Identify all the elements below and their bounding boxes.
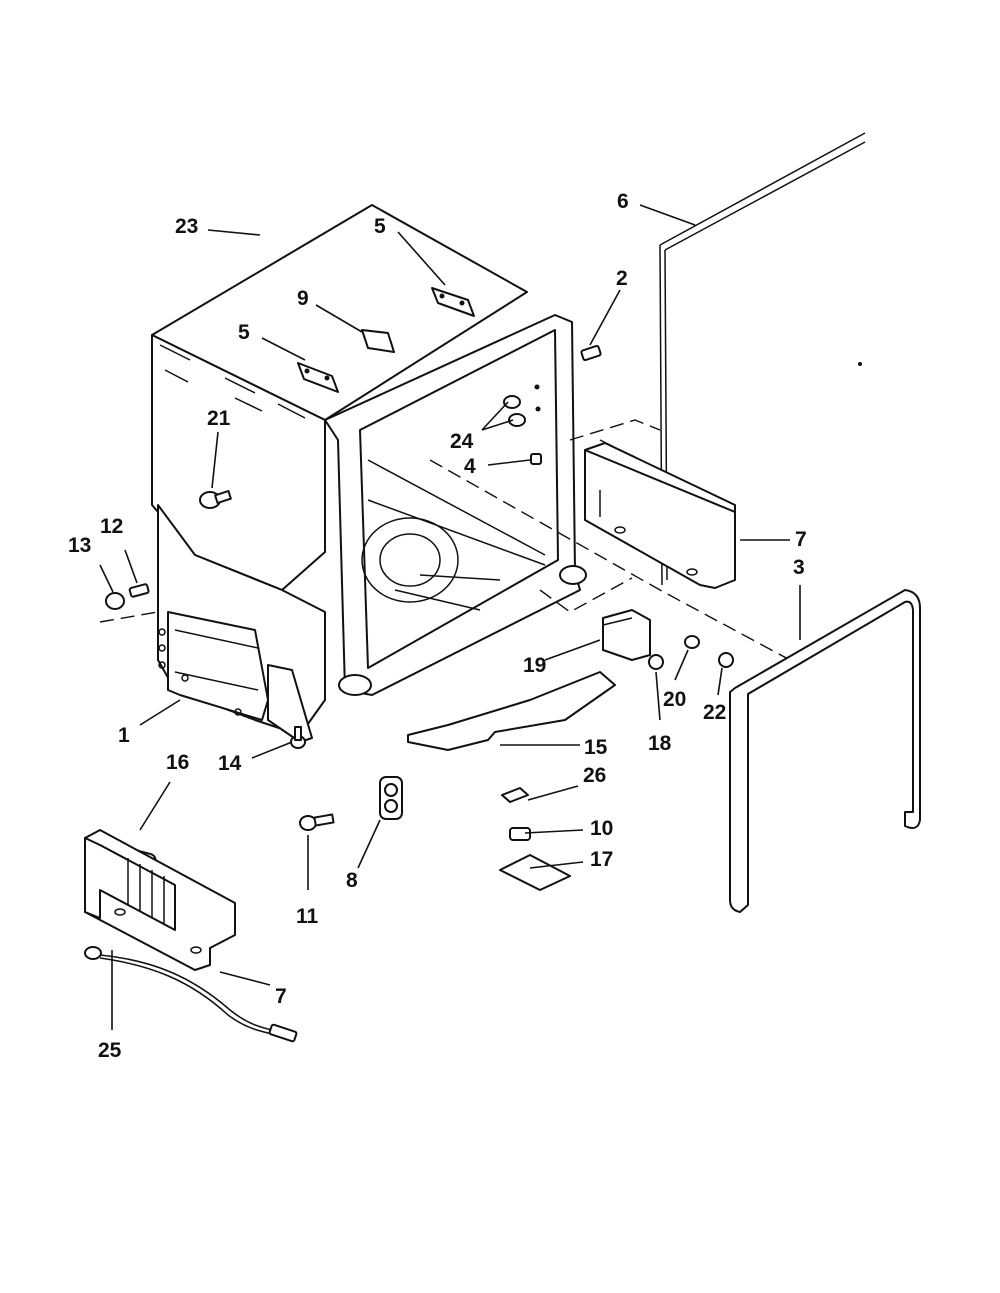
callout-17: 17 bbox=[590, 848, 613, 871]
callout-4: 4 bbox=[464, 455, 476, 478]
callout-16: 16 bbox=[166, 751, 189, 774]
bracket-17 bbox=[499, 854, 571, 891]
callout-22: 22 bbox=[703, 701, 726, 724]
callout-15: 15 bbox=[584, 736, 608, 759]
callout-11: 11 bbox=[296, 905, 319, 928]
callout-1: 1 bbox=[118, 724, 130, 747]
callout-26: 26 bbox=[583, 764, 606, 787]
callout-19: 19 bbox=[523, 654, 546, 677]
callouts: 23 6 5 5 9 2 21 24 4 7 3 13 12 19 20 22 … bbox=[68, 190, 807, 1062]
bracket-9 bbox=[361, 329, 395, 353]
bracket-19 bbox=[602, 609, 651, 661]
clip-26 bbox=[501, 787, 529, 803]
callout-2: 2 bbox=[616, 267, 628, 290]
callout-25: 25 bbox=[98, 1039, 122, 1062]
hinge-brackets bbox=[297, 287, 475, 393]
callout-12: 12 bbox=[100, 515, 123, 538]
callout-7: 7 bbox=[275, 985, 287, 1008]
callout-9: 9 bbox=[297, 287, 309, 310]
callout-24: 24 bbox=[450, 430, 474, 453]
plate-15 bbox=[407, 671, 616, 751]
door-gasket-3 bbox=[729, 589, 921, 913]
nut-4 bbox=[530, 453, 542, 465]
callout-3: 3 bbox=[793, 556, 805, 579]
wire-harness-25 bbox=[84, 946, 298, 1043]
washers-24 bbox=[503, 384, 541, 427]
insulation-block-7-upper bbox=[584, 442, 736, 589]
callout-7: 7 bbox=[795, 528, 807, 551]
insulation-block-7-lower bbox=[84, 829, 236, 971]
washer-20 bbox=[684, 635, 700, 649]
leader-lines bbox=[99, 204, 801, 1030]
nut-13 bbox=[105, 592, 125, 610]
callout-21: 21 bbox=[207, 407, 231, 430]
callout-14: 14 bbox=[218, 752, 242, 775]
screw-11 bbox=[299, 813, 335, 831]
part-10 bbox=[509, 827, 531, 841]
callout-8: 8 bbox=[346, 869, 358, 892]
tub-assembly bbox=[151, 204, 587, 743]
screw-2 bbox=[580, 344, 602, 362]
screw-12 bbox=[128, 583, 150, 598]
callout-18: 18 bbox=[648, 732, 672, 755]
screw-22 bbox=[718, 652, 734, 668]
plug-21 bbox=[199, 490, 232, 509]
hinge-8 bbox=[379, 776, 403, 820]
callout-6: 6 bbox=[617, 190, 629, 213]
callout-10: 10 bbox=[590, 817, 613, 840]
callout-5: 5 bbox=[374, 215, 386, 238]
callout-20: 20 bbox=[663, 688, 686, 711]
callout-13: 13 bbox=[68, 534, 91, 557]
callout-5: 5 bbox=[238, 321, 250, 344]
screw-18 bbox=[648, 654, 664, 670]
callout-23: 23 bbox=[175, 215, 198, 238]
